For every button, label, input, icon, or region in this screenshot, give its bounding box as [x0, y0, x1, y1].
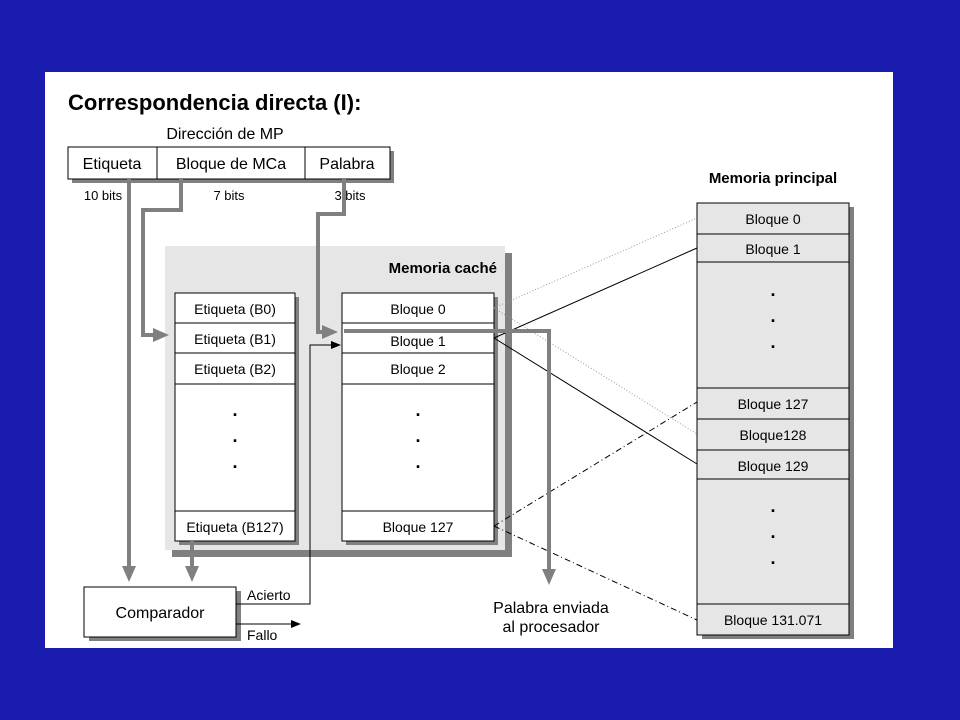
comparator-box	[83, 586, 237, 638]
mp-block-1: Bloque 1	[745, 241, 800, 257]
tag-b1: Etiqueta (B1)	[194, 331, 276, 347]
word-output-arrow	[344, 329, 556, 585]
output-line-1: Palabra enviada	[493, 600, 609, 617]
tag-b2: Etiqueta (B2)	[194, 361, 276, 377]
tag-column	[174, 292, 296, 542]
cache-block-1: Bloque 1	[390, 333, 445, 349]
page-title: Correspondencia directa (I):	[68, 90, 361, 115]
mapping-lines	[493, 217, 698, 621]
field-etiqueta: Etiqueta	[83, 156, 142, 173]
tag-b0: Etiqueta (B0)	[194, 301, 276, 317]
bits-palabra: 3 bits	[334, 188, 366, 203]
tag-ellipsis-2: .	[232, 426, 237, 446]
map-line-b0-mp128	[493, 307, 698, 435]
hit-line	[236, 341, 341, 605]
mp-ellipsis-4: .	[770, 496, 775, 516]
block-ellipsis-2: .	[415, 426, 420, 446]
address-heading: Dirección de MP	[166, 126, 283, 143]
block-column	[341, 292, 495, 542]
mp-ellipsis-5: .	[770, 522, 775, 542]
tag-ellipsis-1: .	[232, 400, 237, 420]
main-memory-title: Memoria principal	[709, 170, 837, 187]
cache-block-0: Bloque 0	[390, 301, 445, 317]
mp-block-127: Bloque 127	[738, 396, 809, 412]
mp-block-129: Bloque 129	[738, 458, 809, 474]
diagram: Correspondencia directa (I): Dirección d…	[67, 90, 854, 643]
mp-block-128: Bloque128	[740, 427, 807, 443]
gray-routes	[122, 179, 556, 585]
field-palabra: Palabra	[319, 156, 374, 173]
cache-title: Memoria caché	[389, 260, 497, 277]
mp-ellipsis-6: .	[770, 548, 775, 568]
block-ellipsis-3: .	[415, 452, 420, 472]
mp-ellipsis-1: .	[770, 280, 775, 300]
address-register	[67, 146, 391, 180]
cache-block-127: Bloque 127	[383, 519, 454, 535]
mp-block-0: Bloque 0	[745, 211, 800, 227]
output-line-2: al procesador	[503, 619, 601, 636]
tag-ellipsis-3: .	[232, 452, 237, 472]
tag-b127: Etiqueta (B127)	[186, 519, 283, 535]
bits-bloque: 7 bits	[213, 188, 245, 203]
map-line-b0-mp0	[493, 217, 698, 309]
block-bits-arrow	[141, 179, 183, 342]
cache-block-2: Bloque 2	[390, 361, 445, 377]
mp-block-131071: Bloque 131.071	[724, 612, 822, 628]
map-line-b127-mplast	[493, 525, 698, 621]
comparator-label: Comparador	[116, 605, 206, 622]
mp-ellipsis-3: .	[770, 332, 775, 352]
field-bloque-mca: Bloque de MCa	[176, 156, 286, 173]
miss-label: Fallo	[247, 627, 278, 643]
hit-label: Acierto	[247, 587, 291, 603]
map-line-b127-mp127	[493, 401, 698, 527]
slide: Correspondencia directa (I): Dirección d…	[45, 72, 893, 648]
map-line-b1-mp1	[493, 247, 698, 339]
bits-etiqueta: 10 bits	[84, 188, 123, 203]
block-ellipsis-1: .	[415, 400, 420, 420]
mp-ellipsis-2: .	[770, 306, 775, 326]
map-line-b1-mp129	[493, 337, 698, 465]
word-bits-arrow	[316, 179, 346, 339]
